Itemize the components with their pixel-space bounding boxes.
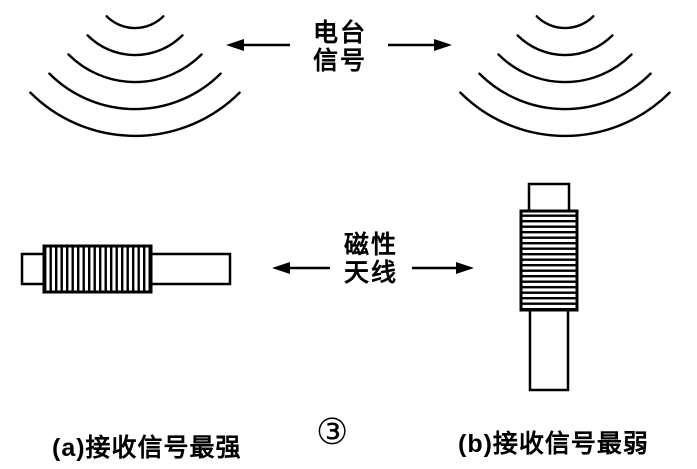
wave-arc — [29, 91, 241, 138]
horizontal-antenna-rod — [149, 252, 232, 286]
wave-arc — [516, 34, 614, 57]
horizontal-antenna-endcap — [20, 252, 46, 286]
radio-signal-label: 电台 信号 — [299, 19, 381, 75]
wave-arc — [478, 72, 652, 111]
wave-arc — [48, 72, 222, 111]
magnetic-antenna-arrow-left-icon — [272, 262, 330, 274]
wave-arc — [105, 15, 165, 30]
magnetic-antenna-label-line1: 磁性 — [343, 231, 398, 259]
wave-arc — [86, 34, 184, 57]
radio-signal-arrow-left-icon — [226, 39, 290, 51]
magnetic-antenna-arrow-right-icon — [412, 262, 474, 274]
radio-signal-label-line2: 信号 — [312, 47, 367, 75]
wave-arc — [535, 15, 595, 30]
caption-b: (b)接收信号最弱 — [458, 430, 649, 458]
radio-signal-arrow-right-icon — [388, 39, 452, 51]
wave-arc — [67, 53, 203, 84]
figure-number: ③ — [316, 411, 349, 452]
radio-waves-left — [29, 15, 241, 138]
magnetic-antenna-label-line2: 天线 — [343, 259, 398, 287]
wave-arc — [459, 91, 671, 138]
vertical-antenna-rod — [528, 308, 570, 392]
vertical-antenna — [519, 182, 579, 392]
magnetic-antenna-label: 磁性 天线 — [330, 231, 412, 287]
radio-signal-label-line1: 电台 — [312, 19, 367, 47]
horizontal-antenna — [20, 244, 232, 294]
wave-arc — [497, 53, 633, 84]
radio-waves-right — [459, 15, 671, 138]
caption-a: (a)接收信号最强 — [52, 434, 242, 462]
vertical-antenna-endcap — [527, 182, 571, 213]
horizontal-antenna-coil — [42, 244, 153, 294]
vertical-antenna-coil — [519, 209, 579, 312]
